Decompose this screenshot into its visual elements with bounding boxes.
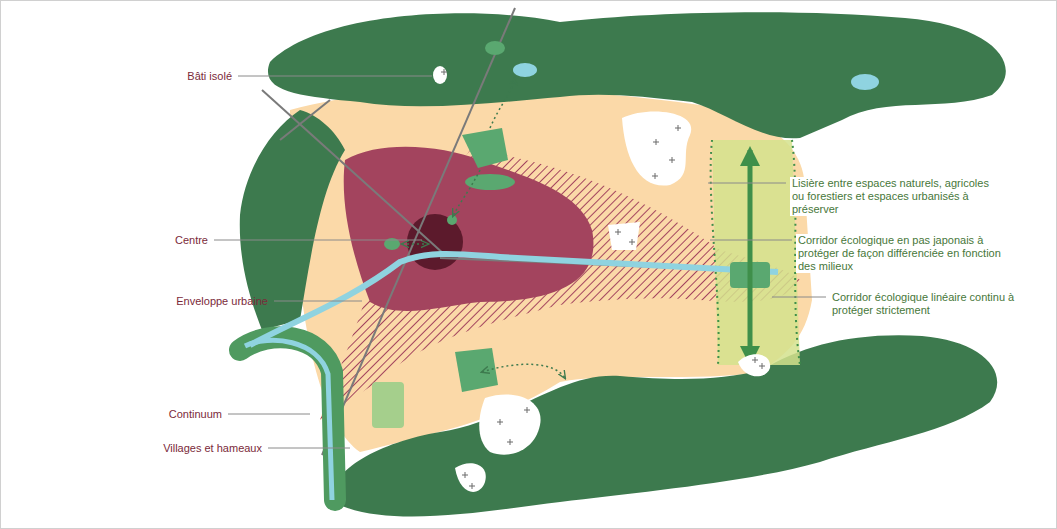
plus-mark [752, 357, 758, 363]
corridor-arrow [748, 150, 753, 362]
plus-mark [759, 363, 765, 369]
forest-area [330, 335, 997, 516]
stepping-stone [462, 128, 508, 168]
legend-callout: Corridor écologique linéaire continu à p… [830, 291, 1049, 317]
plus-mark [469, 483, 475, 489]
village [433, 66, 770, 492]
river [245, 340, 332, 500]
callout-label: Villages et hameaux [163, 442, 262, 455]
dotted-link [402, 78, 565, 378]
green-patch [465, 174, 515, 190]
green-patch [485, 41, 505, 55]
legend-callout: Lisière entre espaces naturels, agricole… [790, 177, 999, 216]
river [250, 254, 778, 345]
legend-callout: Corridor écologique en pas japonais à pr… [796, 234, 1015, 273]
urban-envelope [344, 147, 594, 311]
corridor-edge [711, 140, 800, 365]
green-patch [372, 382, 404, 428]
plus-mark [652, 173, 658, 179]
callout-label: Bâti isolé [187, 70, 232, 83]
corridor-band [712, 140, 800, 365]
lake [851, 74, 879, 90]
callout-label: Centre [175, 234, 208, 247]
leader-line [214, 76, 826, 448]
plus-mark [653, 139, 659, 145]
plus-mark [669, 157, 675, 163]
continuum [240, 337, 335, 500]
plus-mark [524, 407, 530, 413]
stepping-stone [455, 348, 498, 392]
stepping-stone [447, 215, 457, 225]
plus-mark [675, 125, 681, 131]
callout-label: Enveloppe urbaine [176, 295, 268, 308]
town-centre [407, 214, 463, 270]
callout-label: Continuum [169, 408, 222, 421]
plus-mark [629, 239, 635, 245]
plus-mark [507, 439, 513, 445]
plus-mark [615, 229, 621, 235]
plus-mark [441, 69, 447, 75]
plus-mark [497, 419, 503, 425]
lake [513, 63, 537, 77]
plus-mark [462, 472, 468, 478]
plus-marks [441, 69, 765, 489]
